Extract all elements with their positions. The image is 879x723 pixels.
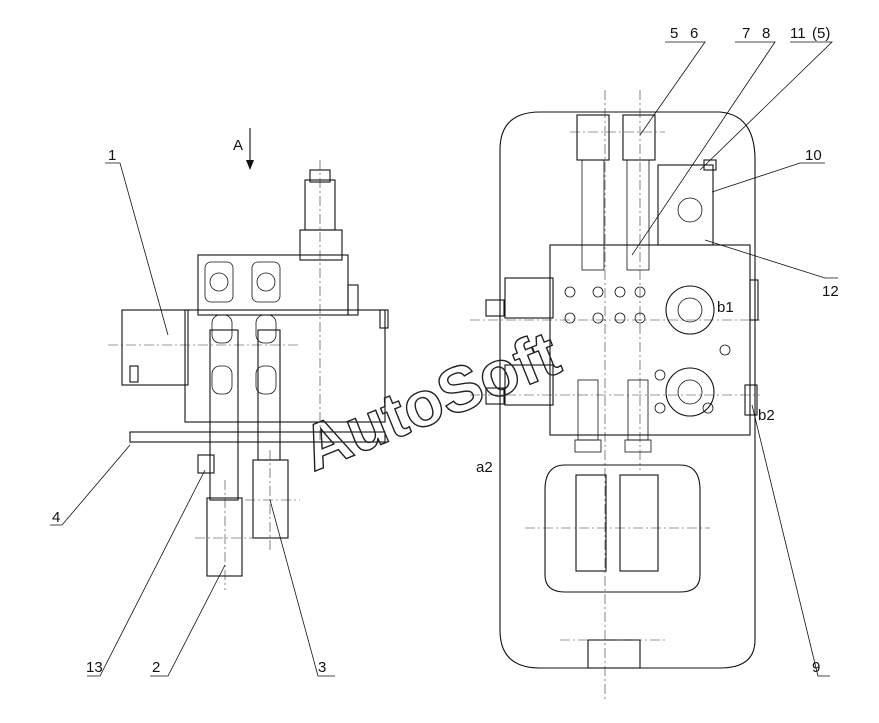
label-port-b1: b1 xyxy=(717,299,734,316)
label-11: 11 xyxy=(790,25,806,42)
upper-valve-block xyxy=(197,254,349,316)
label-9: 9 xyxy=(812,659,820,676)
label-5b: (5) xyxy=(812,25,830,42)
main-valve-body xyxy=(549,244,751,436)
handle-lower-left xyxy=(206,497,243,577)
block-10 xyxy=(657,164,714,246)
left-side-view xyxy=(108,128,389,590)
lower-handle-right xyxy=(619,474,659,572)
spool-rod-right xyxy=(257,329,281,461)
spool-rod-left xyxy=(209,329,239,501)
base-plate xyxy=(129,431,386,443)
port-b2 xyxy=(665,367,715,417)
label-1: 1 xyxy=(108,147,116,164)
watermark: AutoSoft xyxy=(292,317,569,485)
label-8: 8 xyxy=(762,25,770,42)
label-port-b2: b2 xyxy=(758,407,775,424)
label-2: 2 xyxy=(152,659,160,676)
leader-lines xyxy=(50,41,838,677)
port-b1 xyxy=(665,285,715,335)
body-bolts xyxy=(564,286,731,414)
label-10: 10 xyxy=(805,147,822,164)
handle-lower-right xyxy=(252,459,289,539)
label-4: 4 xyxy=(52,509,60,526)
label-13: 13 xyxy=(86,659,103,676)
middle-valve-block xyxy=(184,309,386,423)
label-3: 3 xyxy=(318,659,326,676)
label-5: 5 xyxy=(670,25,678,42)
lower-handle-left xyxy=(575,474,607,572)
label-6: 6 xyxy=(690,25,698,42)
right-front-view xyxy=(470,90,760,700)
label-7: 7 xyxy=(742,25,750,42)
fitting-13 xyxy=(197,454,215,474)
label-port-a2: a2 xyxy=(476,459,493,476)
actuator-body xyxy=(121,309,189,386)
label-view-a: A xyxy=(233,137,243,154)
middle-bolts xyxy=(211,314,277,395)
label-12: 12 xyxy=(822,283,839,300)
part-labels: 1 2 3 4 13 A 5 6 7 8 11 (5) 10 12 9 a2 b… xyxy=(52,25,839,676)
upper-bolt-heads xyxy=(204,261,281,303)
